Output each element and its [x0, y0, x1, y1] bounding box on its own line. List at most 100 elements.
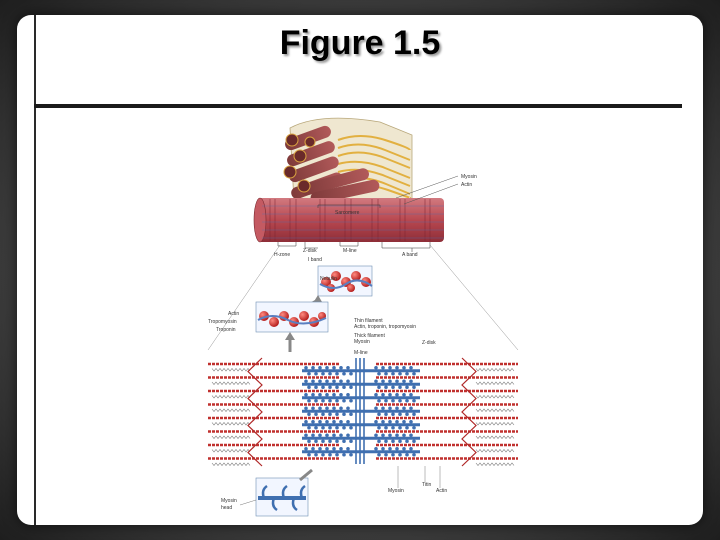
label-sarcomere: Sarcomere [335, 210, 360, 216]
myosin-head [349, 426, 353, 430]
myosin-head [405, 453, 409, 457]
myosin-head [412, 453, 416, 457]
myosin-head [384, 453, 388, 457]
myosin-head [307, 412, 311, 416]
myofibril-cylinder [254, 198, 444, 242]
titin-spring [476, 382, 514, 385]
myosin-head [307, 453, 311, 457]
myosin-head [388, 379, 392, 383]
sarcomere-diagram [208, 358, 518, 466]
myosin-head [321, 385, 325, 389]
label-troponin: Troponin [216, 327, 236, 333]
myosin-head [398, 453, 402, 457]
myosin-head [339, 447, 343, 451]
label-nebulin: Nebulin [320, 276, 337, 282]
myosin-head [314, 399, 318, 403]
label-myosin: Myosin [461, 174, 477, 180]
myosin-head [409, 366, 413, 370]
myosin-head [328, 372, 332, 376]
myosin-head [395, 420, 399, 424]
z-disk-line [248, 358, 262, 466]
myosin-head [388, 393, 392, 397]
myosin-head [342, 439, 346, 443]
myosin-head [402, 366, 406, 370]
myosin-head [374, 420, 378, 424]
myosin-head [374, 406, 378, 410]
myosin-head [402, 447, 406, 451]
myosin-head [335, 453, 339, 457]
label-z-disk: Z-disk [422, 340, 436, 346]
myosin-head [325, 406, 329, 410]
myosin-head [328, 399, 332, 403]
thin-filament-zoom-box [256, 302, 328, 332]
myosin-head [335, 426, 339, 430]
myosin-head [377, 372, 381, 376]
myosin-head [335, 372, 339, 376]
myosin-head [335, 412, 339, 416]
titin-spring [212, 450, 250, 453]
myosin-head [328, 453, 332, 457]
myosin-head [384, 426, 388, 430]
myosin-head [318, 393, 322, 397]
myosin-head [339, 366, 343, 370]
myosin-head [398, 412, 402, 416]
myosin-head [311, 447, 315, 451]
myosin-head [318, 447, 322, 451]
myosin-head [377, 385, 381, 389]
label-actin-bottom: Actin [436, 488, 447, 494]
myosin-head [314, 412, 318, 416]
label-i-band: I band [308, 257, 322, 263]
label-z-disk-top: Z-disk [303, 248, 317, 254]
myosin-head [412, 426, 416, 430]
myosin-head [304, 433, 308, 437]
myosin-head [304, 366, 308, 370]
myosin-head [381, 379, 385, 383]
myosin-head [311, 393, 315, 397]
label-titin: Titin [422, 482, 431, 488]
myosin-head [409, 393, 413, 397]
myosin-head [339, 406, 343, 410]
titin-spring [212, 382, 250, 385]
myosin-head [405, 385, 409, 389]
myosin-head [321, 372, 325, 376]
myosin-head [391, 426, 395, 430]
myosin-head [381, 366, 385, 370]
myosin-head [412, 439, 416, 443]
myosin-head [314, 439, 318, 443]
myosin-head [384, 399, 388, 403]
myosin-head [402, 379, 406, 383]
myosin-head [388, 420, 392, 424]
myosin-head [402, 393, 406, 397]
myosin-head [321, 399, 325, 403]
label-actin: Actin [461, 182, 472, 188]
myosin-head [349, 385, 353, 389]
myosin-head [395, 433, 399, 437]
myosin-head [332, 420, 336, 424]
myosin-head [328, 426, 332, 430]
myosin-head [346, 420, 350, 424]
myosin-head [391, 453, 395, 457]
myosin-head [342, 426, 346, 430]
myosin-head [314, 426, 318, 430]
myosin-head [391, 372, 395, 376]
myosin-head [311, 433, 315, 437]
bottom-leaders [398, 466, 440, 488]
myosin-head [314, 453, 318, 457]
label-a-band: A band [402, 252, 418, 258]
myosin-head [339, 379, 343, 383]
label-m-line: M-line [354, 350, 368, 356]
myosin-head [318, 406, 322, 410]
myosin-head [335, 385, 339, 389]
myosin-head [321, 439, 325, 443]
label-tropomyosin: Tropomyosin [208, 319, 237, 325]
myosin-head [391, 412, 395, 416]
titin-spring [476, 409, 514, 412]
myosin-head-zoom-box [256, 478, 308, 516]
myosin-head [381, 406, 385, 410]
myosin-head [304, 406, 308, 410]
myosin-head [409, 379, 413, 383]
myosin-head [332, 406, 336, 410]
myosin-head [384, 412, 388, 416]
myosin-head [384, 439, 388, 443]
myosin-head [325, 393, 329, 397]
